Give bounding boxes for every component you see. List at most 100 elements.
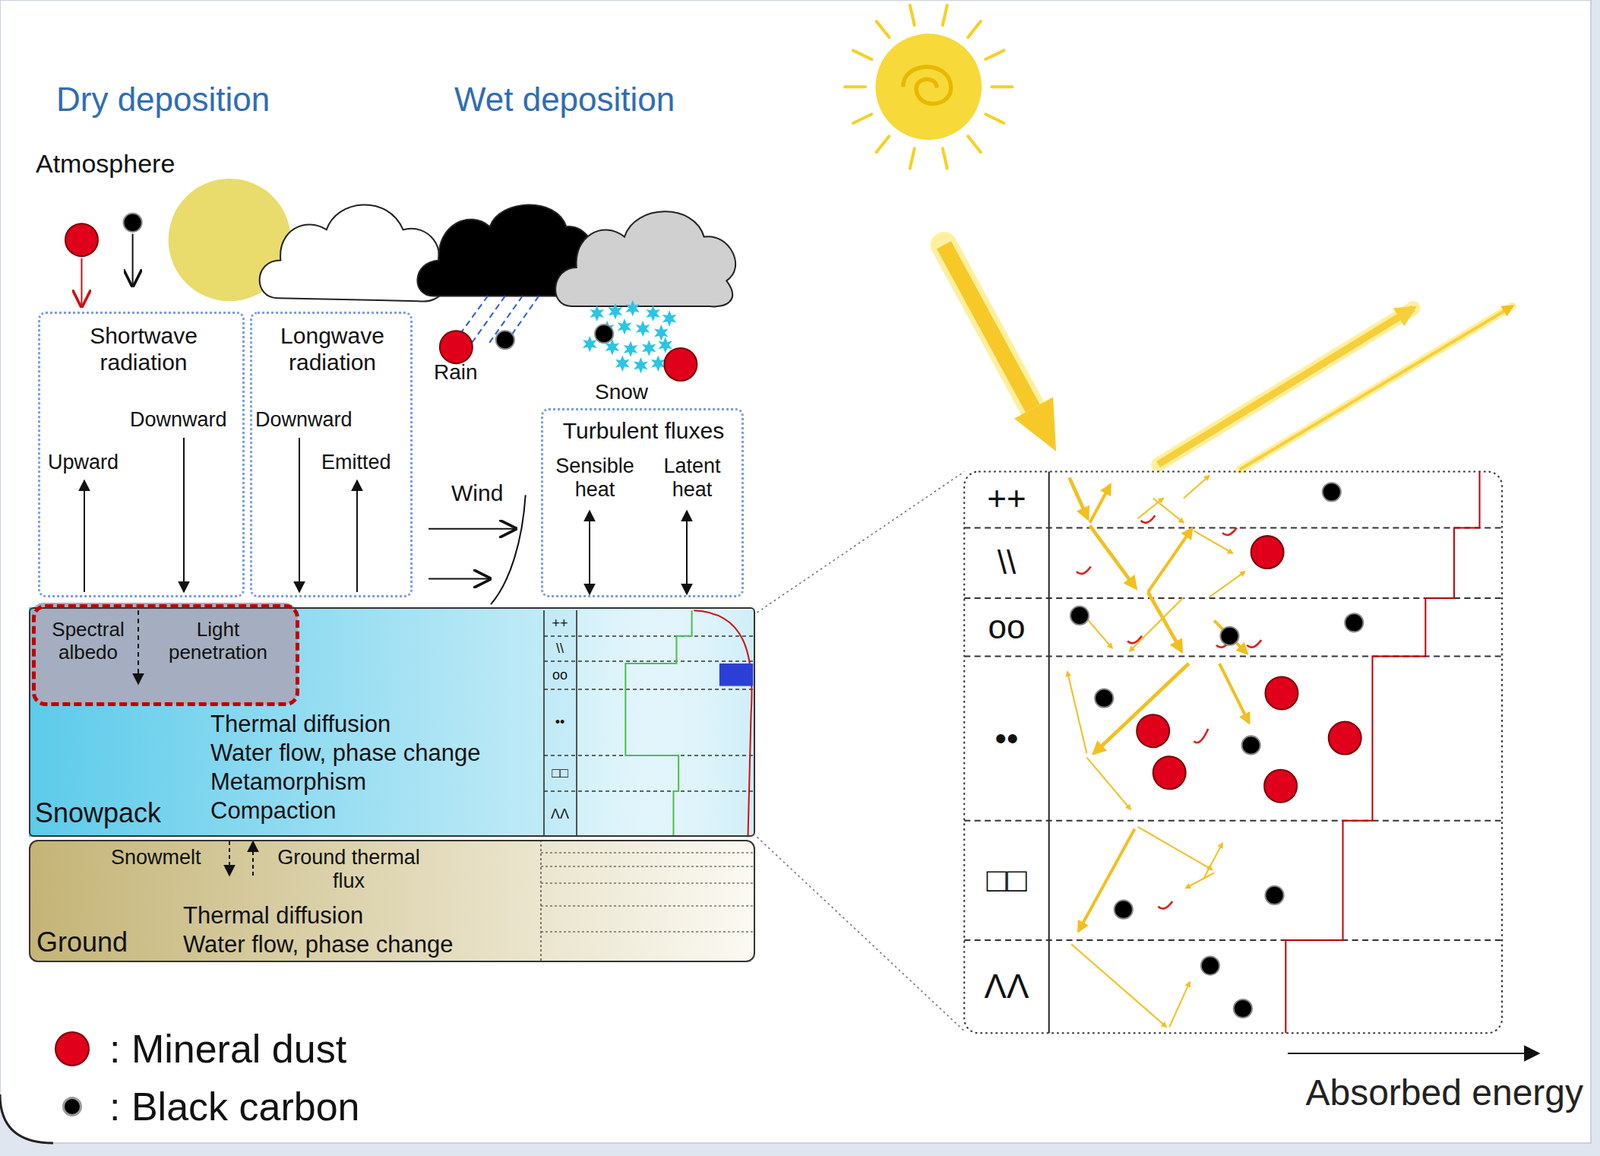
snowpack-box: SnowpackThermal diffusionWater flow, pha… [28,607,756,837]
box-fills-part [28,839,756,962]
impurity-particles-part [1264,676,1298,709]
flux-arrows-part [686,510,688,595]
zoom-panel-part [964,527,1502,940]
incoming-light-part [943,244,1033,408]
flux-arrows-part [298,437,301,592]
label: Snow [594,379,649,405]
profiles-part [625,610,692,837]
incoming-light-part [943,244,1033,408]
zoom-panel-part-part [964,819,1502,822]
node-text: Snowmelt [110,845,202,870]
legend-text: : Mineral dust [109,1025,347,1072]
scattering-arrows-part [1169,981,1190,1027]
zoom-panel-part-part [964,939,1502,941]
label: Rain [433,360,478,385]
atmosphere-particles-part [80,258,83,307]
snowflakes-part [607,303,623,320]
scattering-arrows-part [1089,484,1110,523]
albedo-box: Spectral albedoLight penetration [31,603,300,706]
illustration-scaled-part [439,330,473,364]
layer-symbol: •• [555,714,566,731]
profiles [625,610,753,837]
scattering-arrows-part [1183,475,1210,499]
legend-swatch [62,1096,83,1117]
absorption-marks-part [1193,728,1208,743]
flux-arrows-part [137,610,140,684]
scattering-arrows-part [1138,497,1164,519]
sun-part [967,21,981,38]
atmosphere-particles-part [123,213,143,232]
impurity-particles-part [1094,689,1114,708]
layer-symbol: □□ [986,860,1027,900]
illustration-scaled-part [664,347,697,381]
zoom-panel-part [964,471,1502,1034]
sun-part [942,5,948,26]
atmosphere-particles-part [65,223,99,257]
node-text: Snowpack [34,796,162,829]
label: Dry deposition [56,80,270,120]
snowflakes-part [662,309,677,326]
node-text: Ground thermal flux [272,845,425,893]
layer-column-part-part [540,904,756,906]
profiles-part [693,610,752,837]
impurity-particles-part [1220,626,1239,646]
flux-arrows-part [588,510,591,595]
absorption-marks-part [1127,635,1142,644]
wind-profile-part [428,578,491,580]
snowflakes-part [641,339,657,356]
wind-profile-part [428,528,516,530]
flux-arrows-part [356,480,358,592]
scattering-arrows-part [1138,826,1213,870]
zoom-panel-part [1048,471,1050,1034]
node-text: Water flow, phase change [183,930,454,959]
absorption-marks [1076,515,1262,908]
flux-arrows-part [228,841,231,876]
scattering-arrows-part [1147,591,1182,652]
layer-column-part [543,610,545,837]
impurity-particles-part [1201,955,1220,974]
absorption-marks-part [1246,639,1262,648]
zoom-panel [964,471,1539,1054]
illustration-scaled-part [594,324,614,343]
incoming-light-part [1014,396,1057,451]
impurity-particles [1070,482,1363,1018]
layer-symbol: □□ [551,765,569,782]
radiation-box: Shortwave radiationUpwardDownward [37,311,245,598]
scattering-arrows-part [1185,872,1215,888]
wind-profile-part [490,494,526,604]
snowflakes-part [633,357,649,374]
rain-part [510,295,540,337]
leader-lines [757,471,965,1031]
node-text: Thermal diffusion [210,710,391,738]
legend-swatch-slot [45,1030,99,1066]
layer-symbol: \\ [997,543,1016,582]
zoom-panel-part [1285,471,1480,1034]
layer-column-part [575,610,578,837]
layer-symbol: ++ [986,479,1026,519]
sun-part [903,66,952,104]
node-text: Spectral albedo [40,618,136,665]
impurity-particles-part [1233,999,1253,1018]
snowflakes-part [651,354,666,371]
scattering-arrows-part [1069,477,1088,519]
node-text: Shortwave radiation [47,322,240,376]
leader-lines-part [757,471,965,613]
absorption-marks-part [1076,566,1091,574]
node-text: Upward [47,450,119,475]
impurity-particles-part [1264,769,1297,803]
snowflakes-part [657,336,673,353]
snowflakes-part [654,324,669,341]
scattering-arrows-part [1209,571,1246,598]
atmosphere-particles-part [132,233,134,286]
box-fills [28,602,756,962]
scattering-arrows-part [1071,943,1167,1027]
layer-column-part-part [540,882,756,883]
profiles-part [719,663,753,687]
atmosphere-particles [65,178,291,307]
scattering-arrows-part [1086,757,1131,810]
layer-symbol: oo [988,607,1026,647]
sun-part [876,21,890,38]
layer-symbol: \\ [556,640,564,657]
